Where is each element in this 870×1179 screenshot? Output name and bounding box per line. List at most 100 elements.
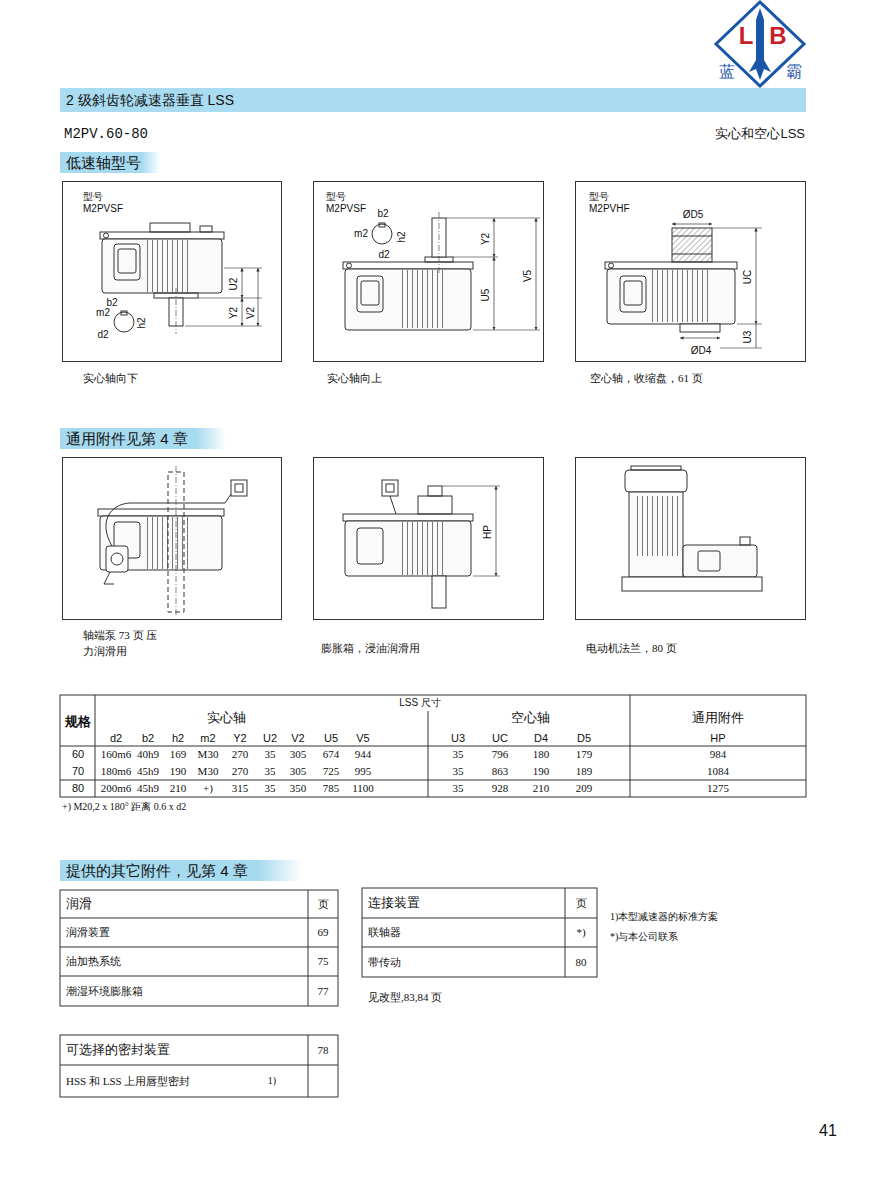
table-text: 油加热系统 xyxy=(66,955,121,968)
table-text: 联轴器 xyxy=(368,926,401,939)
band-text: 提供的其它附件，见第 4 章 xyxy=(66,860,248,881)
table-text: M2PV.60-80 xyxy=(64,126,148,142)
drawing-box: 电动机法兰，80 页 xyxy=(575,457,806,620)
table-text: 210 xyxy=(170,782,187,795)
table-text: 35 xyxy=(453,748,464,761)
table-text: LSS 尺寸 xyxy=(399,697,441,709)
table-text: +) xyxy=(203,782,213,795)
table-text: 189 xyxy=(576,765,593,778)
table-text: +) M20,2 x 180° 距离 0.6 x d2 xyxy=(62,801,186,813)
table-text: 995 xyxy=(355,765,372,778)
table-text: 315 xyxy=(232,782,249,795)
table-text: b2 xyxy=(142,732,154,745)
table-text: *)与本公司联系 xyxy=(610,931,678,943)
node-text: 蓝 xyxy=(719,63,735,81)
table-text: 可选择的密封装置 xyxy=(66,1043,170,1058)
node-text: d2 xyxy=(378,249,389,261)
node-text: U3 xyxy=(742,331,754,344)
table-text: 规格 xyxy=(65,715,91,730)
table-text: *) xyxy=(576,926,585,939)
table-text: 35 xyxy=(265,748,276,761)
node-text: V2 xyxy=(245,307,257,319)
table-text: 863 xyxy=(492,765,509,778)
table-text: 305 xyxy=(290,765,307,778)
node-text: b2 xyxy=(377,208,388,220)
node-text: 实心轴向上 xyxy=(327,372,382,385)
node-text: Y2 xyxy=(480,233,492,245)
table-text: d2 xyxy=(110,732,122,745)
node-text: d2 xyxy=(97,329,108,341)
table-text: 润滑 xyxy=(66,897,92,912)
table-text: 40h9 xyxy=(137,748,159,761)
table-text: 80 xyxy=(576,956,587,969)
table-text: 785 xyxy=(323,782,340,795)
table-text: 实心轴 xyxy=(207,711,246,726)
table-text: m2 xyxy=(200,732,215,745)
node-text: 实心轴向下 xyxy=(83,372,138,385)
table-text: 190 xyxy=(533,765,550,778)
table-text: 305 xyxy=(290,748,307,761)
table-text: 页 xyxy=(576,897,587,910)
table-text: 270 xyxy=(232,765,249,778)
table-text: 35 xyxy=(265,765,276,778)
table-text: U3 xyxy=(451,732,465,745)
node-text: Y2 xyxy=(228,307,240,319)
node-text: h2 xyxy=(136,317,148,328)
table-text: 润滑装置 xyxy=(66,926,110,939)
table-text: U5 xyxy=(324,732,338,745)
table-text: 35 xyxy=(453,765,464,778)
node-text: U2 xyxy=(228,278,240,291)
table-text: U2 xyxy=(263,732,277,745)
table-text: 35 xyxy=(265,782,276,795)
title-band: 2 级斜齿轮减速器垂直 LSS xyxy=(60,88,806,112)
table-text: HP xyxy=(710,732,725,745)
node-text: 轴端泵 73 页 压力润滑用 xyxy=(83,628,163,660)
table-text: UC xyxy=(492,732,508,745)
node-text: 型号 M2PVSF xyxy=(326,191,381,214)
drawing-box: 轴端泵 73 页 压力润滑用 xyxy=(62,457,282,620)
node-text: V5 xyxy=(522,270,534,282)
table-text: 209 xyxy=(576,782,593,795)
node-text: U5 xyxy=(480,289,492,302)
table-text: 944 xyxy=(355,748,372,761)
drawing-box: HP膨胀箱，浸油润滑用 xyxy=(313,457,544,620)
table-text: D5 xyxy=(577,732,591,745)
node-text: h2 xyxy=(396,231,408,242)
table-text: Y2 xyxy=(233,732,246,745)
node-text: 型号 M2PVHF xyxy=(589,191,644,214)
node-text: 电动机法兰，80 页 xyxy=(586,642,677,655)
node-text: ØD5 xyxy=(683,209,704,221)
table-text: 725 xyxy=(323,765,340,778)
table-text: 实心和空心LSS xyxy=(715,127,805,142)
table-text: 60 xyxy=(72,748,84,761)
node-text: 霸 xyxy=(786,63,802,81)
table-text: 见改型,83,84 页 xyxy=(368,991,442,1004)
table-text: 190 xyxy=(170,765,187,778)
table-text: M30 xyxy=(198,748,219,761)
table-text: 80 xyxy=(72,782,84,795)
node-text: 膨胀箱，浸油润滑用 xyxy=(321,642,420,655)
table-text: 45h9 xyxy=(137,782,159,795)
table-text: 页 xyxy=(318,898,329,911)
table-text: 带传动 xyxy=(368,956,401,969)
node-text: 型号 M2PVSF xyxy=(83,191,138,214)
node-text: b2 xyxy=(106,297,117,309)
node-text: B xyxy=(769,22,786,50)
node-text: m2 xyxy=(354,228,368,240)
section-band: 低速轴型号 xyxy=(60,152,160,173)
node-text: HP xyxy=(482,525,494,539)
table-text: h2 xyxy=(172,732,184,745)
table-text: V2 xyxy=(291,732,304,745)
table-text: 350 xyxy=(290,782,307,795)
node-text: ØD4 xyxy=(691,345,712,357)
node-text: L xyxy=(739,22,754,50)
table-text: 200m6 xyxy=(101,782,132,795)
table-text: 984 xyxy=(710,748,727,761)
table-text: 674 xyxy=(323,748,340,761)
table-text: 1) xyxy=(268,1075,276,1087)
drawing-box: 型号 M2PVHFØD5UCU3ØD4空心轴，收缩盘，61 页 xyxy=(575,181,806,362)
table-text: 78 xyxy=(318,1044,329,1057)
table-text: 1084 xyxy=(707,765,729,778)
table-text: 41 xyxy=(819,1122,837,1140)
section-band: 通用附件见第 4 章 xyxy=(60,428,226,449)
